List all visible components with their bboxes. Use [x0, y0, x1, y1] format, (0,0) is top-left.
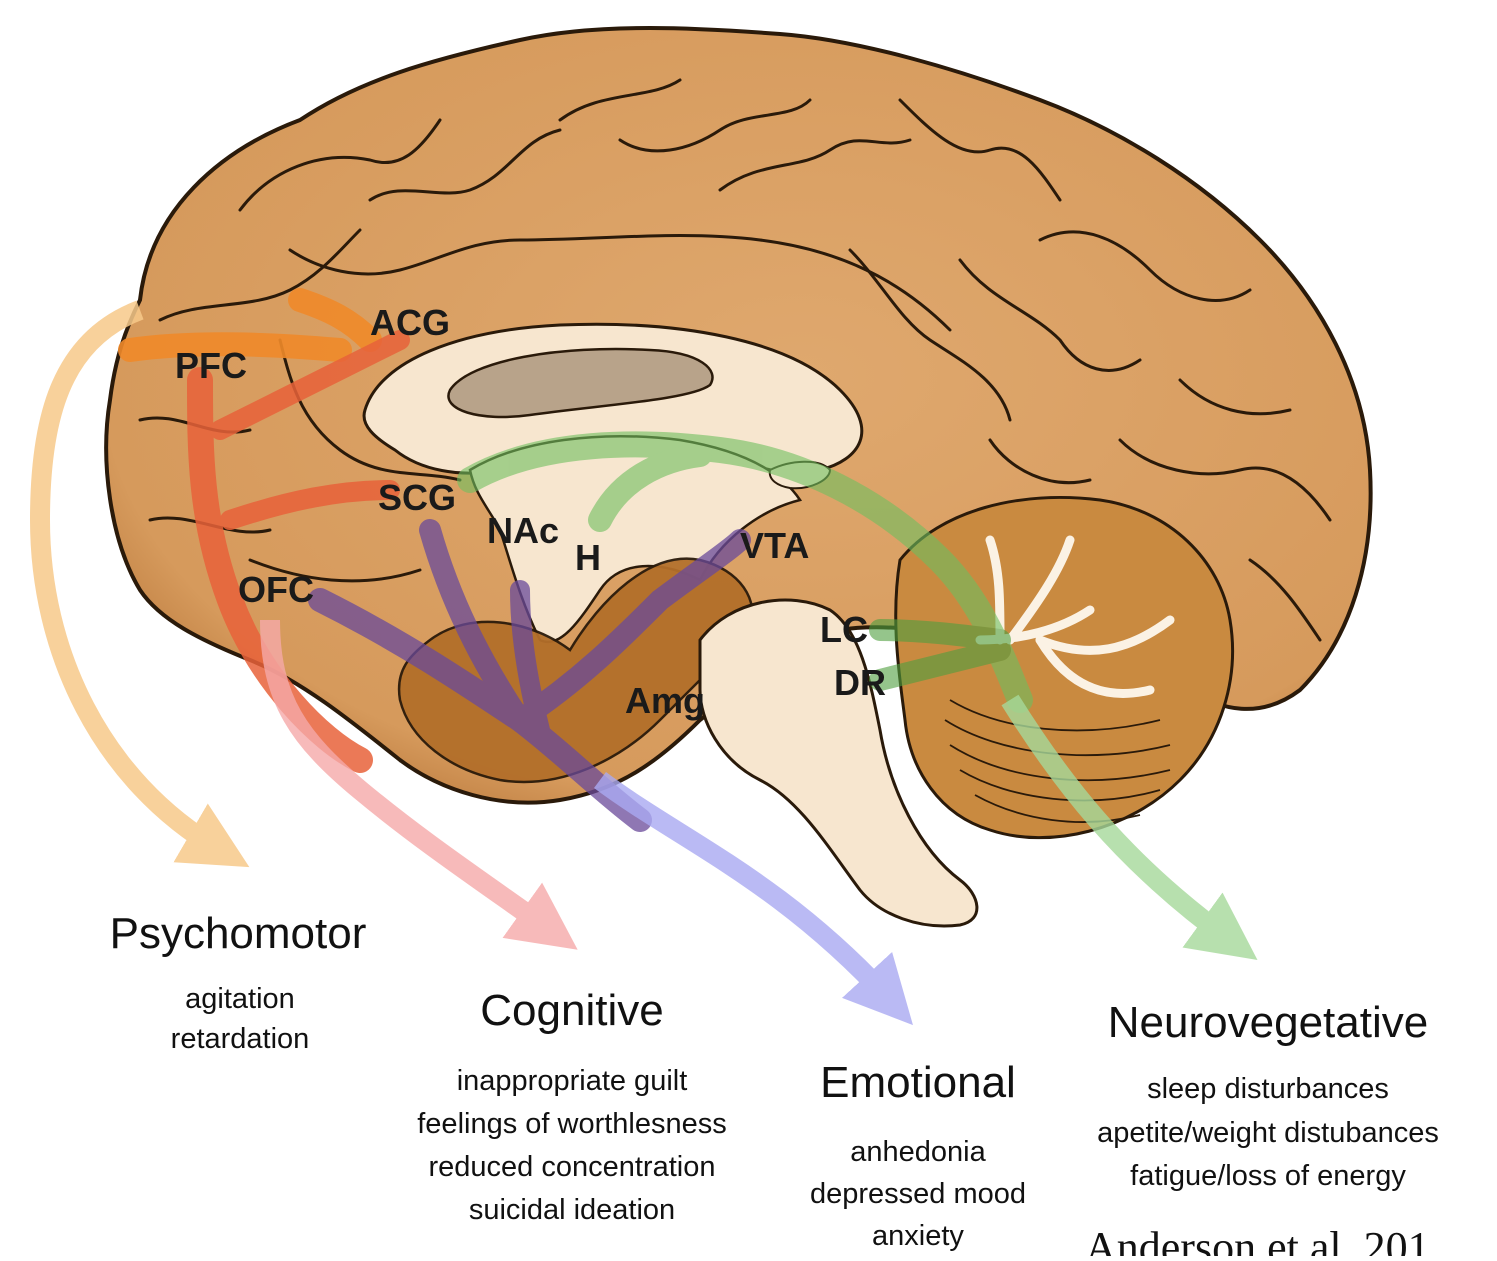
emotional-item: depressed mood: [810, 1178, 1026, 1210]
category-cognitive: Cognitive inappropriate guilt feelings o…: [417, 986, 727, 1226]
region-pfc: PFC: [175, 345, 247, 386]
emotional-title: Emotional: [820, 1058, 1016, 1107]
region-scg: SCG: [378, 477, 456, 518]
region-dr: DR: [834, 662, 886, 703]
region-acg: ACG: [370, 302, 450, 343]
neurovegetative-title: Neurovegetative: [1108, 998, 1428, 1047]
region-amg: Amg: [625, 680, 705, 721]
neurovegetative-item: sleep disturbances: [1147, 1073, 1389, 1105]
region-h: H: [575, 537, 601, 578]
region-nac: NAc: [487, 510, 559, 551]
cognitive-item: reduced concentration: [429, 1151, 716, 1183]
category-emotional: Emotional anhedonia depressed mood anxie…: [810, 1058, 1026, 1252]
cognitive-title: Cognitive: [480, 986, 663, 1035]
psychomotor-item: agitation: [185, 983, 295, 1015]
category-neurovegetative: Neurovegetative sleep disturbances apeti…: [1097, 998, 1439, 1192]
category-psychomotor: Psychomotor agitation retardation: [110, 909, 367, 1055]
citation: Anderson et al. 201: [1085, 1223, 1430, 1256]
region-ofc: OFC: [238, 569, 314, 610]
emotional-item: anhedonia: [850, 1136, 986, 1168]
emotional-item: anxiety: [872, 1220, 964, 1252]
neurovegetative-item: apetite/weight distubances: [1097, 1117, 1439, 1149]
neurovegetative-item: fatigue/loss of energy: [1130, 1160, 1406, 1192]
cognitive-item: feelings of worthlesness: [417, 1108, 727, 1140]
cognitive-item: inappropriate guilt: [457, 1065, 688, 1097]
psychomotor-title: Psychomotor: [110, 909, 367, 958]
region-lc: LC: [820, 609, 868, 650]
region-vta: VTA: [740, 525, 809, 566]
cognitive-item: suicidal ideation: [469, 1194, 675, 1226]
psychomotor-item: retardation: [171, 1023, 310, 1055]
